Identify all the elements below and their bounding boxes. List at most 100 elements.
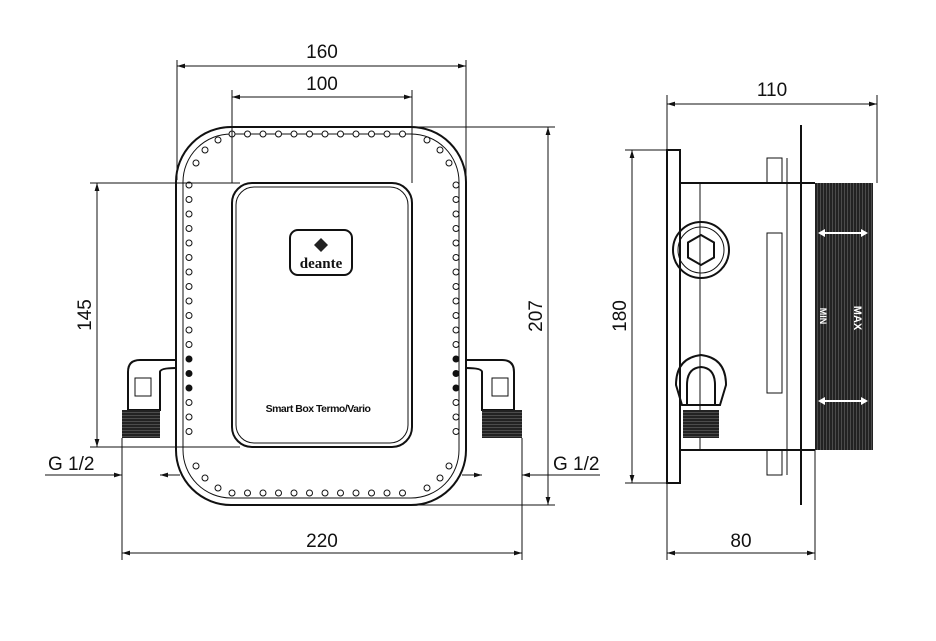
mounting-hole [452,196,460,203]
side-flange [666,149,681,484]
mounting-hole [423,484,431,492]
mounting-hole [452,399,460,406]
min-label: MIN [818,308,828,325]
mounting-hole [452,326,460,334]
mounting-hole [185,326,193,334]
mounting-hole [275,130,282,138]
mounting-hole [201,474,209,482]
dim-width-inner: 100 [306,74,338,95]
mounting-hole [452,370,460,377]
left-bracket-hole [134,377,152,397]
mounting-hole [383,489,391,497]
mounting-hole [452,413,460,421]
mounting-hole [452,312,460,319]
mounting-hole [452,268,460,276]
right-bracket-hole [491,377,509,397]
mounting-hole [383,130,391,138]
mounting-hole [244,489,251,497]
mounting-hole [306,130,313,138]
mounting-hole [185,239,193,247]
dim-width-outer: 160 [306,42,338,63]
mounting-hole [275,489,282,497]
mounting-hole [436,146,444,154]
mounting-hole [436,474,444,482]
mounting-hole [452,225,460,232]
mounting-hole [185,341,193,348]
side-thread-sleeve [815,183,873,450]
mounting-hole [185,196,193,203]
mounting-hole [452,384,460,392]
outlet-fitting [674,353,728,438]
mounting-hole [445,159,453,167]
mounting-hole [452,181,460,189]
mounting-hole [452,239,460,247]
logo-box [289,229,353,276]
hex-plug [672,221,730,279]
mounting-hole [185,283,193,290]
mounting-hole [352,130,360,138]
mounting-hole [290,130,298,138]
mounting-hole [214,484,222,492]
max-label: MAX [851,306,863,331]
right-thread [482,410,522,438]
thread-label-left: G 1/2 [48,454,94,475]
mounting-hole [368,130,375,138]
mounting-hole [228,489,236,497]
mounting-hole [185,312,193,319]
cover-panel [231,182,413,448]
mounting-hole [185,384,193,392]
mounting-hole [185,210,193,218]
product-label: Smart Box Termo/Vario [266,403,371,415]
mounting-hole [423,136,431,144]
mounting-hole [214,136,222,144]
thread-label-right: G 1/2 [553,454,599,475]
dim-width-connections: 220 [306,531,338,552]
mounting-hole [185,225,193,232]
adjust-arrow-bottom [818,397,868,405]
dim-depth-min: 80 [730,531,751,552]
mounting-hole [321,130,329,138]
mounting-hole [244,130,251,138]
mounting-hole [399,130,406,138]
logo-diamond-icon [314,238,328,252]
adjust-arrow-top [818,229,868,237]
mounting-hole [185,297,193,305]
mounting-hole [452,355,460,363]
mounting-hole [185,428,193,435]
mounting-hole [337,489,344,497]
mounting-hole [452,210,460,218]
dim-height-outer: 207 [526,300,547,332]
dim-depth-total: 110 [757,80,787,101]
mounting-hole [185,355,193,363]
mounting-hole [201,146,209,154]
mounting-hole [290,489,298,497]
mounting-hole [399,489,406,497]
mounting-hole [452,297,460,305]
mounting-hole [321,489,329,497]
dim-height-side: 180 [610,300,631,332]
mounting-hole [452,254,460,261]
mounting-hole [185,370,193,377]
front-view: deante Smart Box Termo/Vario 160 100 207… [45,42,600,560]
mounting-hole [185,399,193,406]
mounting-hole [259,130,267,138]
dim-height-inner: 145 [75,299,96,331]
mounting-hole [445,462,453,470]
mounting-hole [192,462,200,470]
mounting-hole [368,489,375,497]
mounting-hole [192,159,200,167]
mounting-hole [306,489,313,497]
left-thread [122,410,160,438]
mounting-hole [259,489,267,497]
mounting-hole [185,254,193,261]
logo-text: deante [300,256,343,272]
mounting-hole [337,130,344,138]
side-view: MIN MAX 110 180 80 [610,80,878,560]
mounting-hole [452,341,460,348]
mounting-hole [185,413,193,421]
cover-panel-inner [235,186,409,444]
mounting-hole [352,489,360,497]
outer-frame [175,126,467,506]
right-bracket [465,359,515,411]
